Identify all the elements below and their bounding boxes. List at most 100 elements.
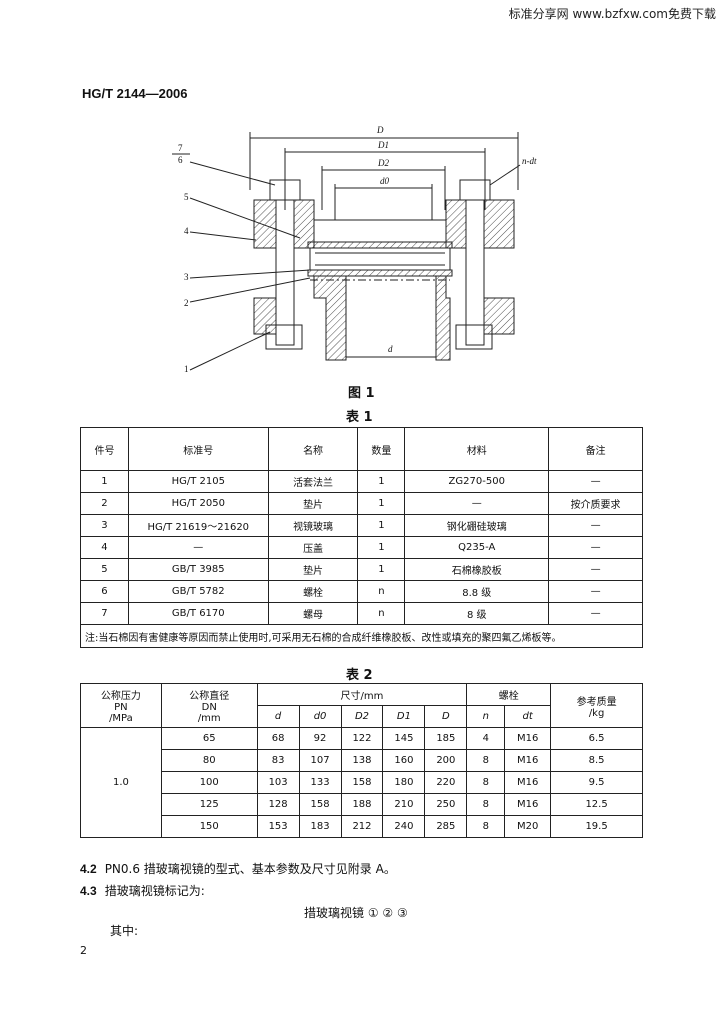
table-cell: 185 [424,727,468,750]
table-cell: 153 [256,815,300,838]
table-cell: 200 [424,749,468,772]
table-cell: Q235-A [404,536,550,559]
table-cell: 92 [298,727,342,750]
dim-D2: D2 [377,158,389,168]
fraction-bottom: 6 [178,155,183,165]
dim-d: d [388,344,393,354]
table-cell: 压盖 [267,536,359,559]
table-cell: n [357,602,406,625]
table-cell: 160 [382,749,426,772]
table-cell: HG/T 2105 [127,470,269,493]
table-cell: 183 [298,815,342,838]
clause-number: 4.3 [80,884,97,898]
table-cell: 103 [256,771,300,794]
clause-text: 措玻璃视镜标记为: [104,884,205,898]
table-cell: 158 [340,771,384,794]
table-cell: 3 [80,514,129,537]
header-cell: 名称 [267,427,359,471]
figure-caption: 图 1 [348,386,375,401]
header-dn: 公称直径 DN /mm [160,683,258,728]
table-cell: M20 [504,815,552,838]
table-cell: 8 [466,793,506,816]
table-cell: 133 [298,771,342,794]
table-cell: 12.5 [550,793,643,816]
table-cell: 6 [80,580,129,603]
table-cell: M16 [504,771,552,794]
table-cell: n [357,580,406,603]
header-cell: 数量 [357,427,406,471]
dim-d0: d0 [380,176,390,186]
table-cell: — [548,536,643,559]
table-cell: M16 [504,727,552,750]
subheader-cell: D1 [382,705,426,728]
table-cell: 65 [160,727,258,750]
table-cell: 19.5 [550,815,643,838]
header-cell: 件号 [80,427,129,471]
header-bolt: 螺栓 [466,683,552,706]
pn-cell: 1.0 [80,727,162,838]
header-pn: 公称压力 PN /MPa [80,683,162,728]
paragraph-4-3: 4.3 措玻璃视镜标记为: [80,882,205,899]
part-2: 2 [184,298,189,308]
header-cell: 备注 [548,427,643,471]
table-cell: 128 [256,793,300,816]
table1-caption: 表 1 [346,410,373,425]
table-cell: 250 [424,793,468,816]
table-cell: 1 [357,470,406,493]
sight-glass-drawing: D D1 D2 d0 d n-dt 7 6 5 4 3 2 1 [172,125,537,374]
table-cell: 8.5 [550,749,643,772]
table-cell: 2 [80,492,129,515]
part-1: 1 [184,364,189,374]
where-label: 其中: [110,924,139,938]
table-cell: 5 [80,558,129,581]
table-cell: 210 [382,793,426,816]
clause-text: PN0.6 措玻璃视镜的型式、基本参数及尺寸见附录 A。 [104,862,396,876]
header-cell: 标准号 [127,427,269,471]
table-cell: 垫片 [267,492,359,515]
table-cell: 240 [382,815,426,838]
table-cell: GB/T 6170 [127,602,269,625]
table-cell: 212 [340,815,384,838]
table-cell: HG/T 2050 [127,492,269,515]
table-cell: 1 [80,470,129,493]
table-cell: 80 [160,749,258,772]
subheader-cell: d [256,705,300,728]
table-cell: 4 [80,536,129,559]
table-cell: — [548,514,643,537]
table-cell: 视镜玻璃 [267,514,359,537]
table2-caption: 表 2 [346,668,373,683]
table-cell: 188 [340,793,384,816]
page-number: 2 [80,944,87,957]
table-cell: ZG270-500 [404,470,550,493]
table-cell: 8 [466,749,506,772]
table-cell: 100 [160,771,258,794]
header-dimensions: 尺寸/mm [256,683,468,706]
subheader-cell: n [466,705,506,728]
table-cell: 1 [357,536,406,559]
table-cell: 150 [160,815,258,838]
subheader-cell: D [424,705,468,728]
fraction-top: 7 [178,143,183,153]
table-cell: 138 [340,749,384,772]
table-cell: 158 [298,793,342,816]
table-cell: — [127,536,269,559]
table-header-row: 件号 标准号 名称 数量 材料 备注 [80,427,643,471]
table-cell: 4 [466,727,506,750]
dimensions-table: 公称压力 PN /MPa 公称直径 DN /mm 尺寸/mm 螺栓 参考质量 /… [80,683,643,838]
table-cell: 8.8 级 [404,580,550,603]
table-cell: — [548,580,643,603]
dim-D1: D1 [377,140,389,150]
table-cell: 9.5 [550,771,643,794]
clause-number: 4.2 [80,862,97,876]
table-cell: 125 [160,793,258,816]
table-cell: M16 [504,749,552,772]
table-cell: 钢化硼硅玻璃 [404,514,550,537]
table-cell: M16 [504,793,552,816]
